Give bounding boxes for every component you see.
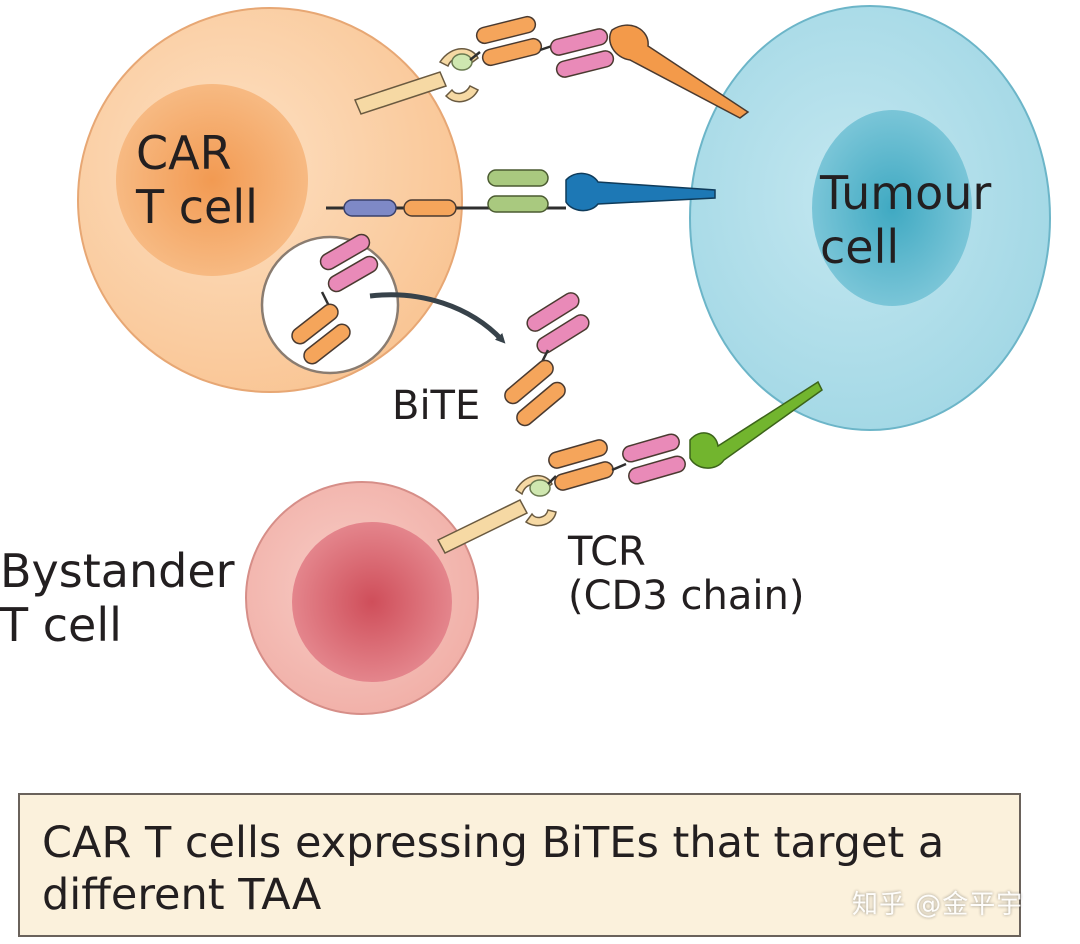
car-scfv-domains	[475, 15, 615, 78]
car-receptor	[353, 48, 481, 115]
secreted-bite	[504, 292, 590, 427]
watermark: 知乎 @金平宇	[852, 890, 1024, 920]
bystander-bite-domains	[548, 433, 686, 491]
tcr-label-line2: (CD3 chain)	[568, 573, 805, 619]
tumour-label-line1: Tumour	[820, 166, 992, 220]
car-t-label-line1: CAR	[136, 126, 232, 180]
tcr-label: TCR (CD3 chain)	[568, 530, 804, 618]
tumour-nucleus	[812, 110, 972, 306]
tumour-label-line2: cell	[820, 220, 900, 274]
tumour-cell-label: Tumour cell	[820, 166, 991, 274]
caption-box: CAR T cells expressing BiTEs that target…	[18, 793, 1021, 937]
bite-label: BiTE	[392, 383, 481, 429]
caption-text: CAR T cells expressing BiTEs that target…	[42, 818, 945, 920]
tumour-cell	[689, 5, 1051, 431]
bystander-t-cell-label: Bystander T cell	[0, 544, 235, 652]
bystander-t-cell	[245, 481, 479, 715]
tumour-antigen-green	[689, 380, 823, 469]
car-t-nucleus	[116, 84, 308, 276]
car-construct	[326, 169, 566, 217]
bite-inside-vesicle	[291, 233, 379, 365]
car-t-label-line2: T cell	[136, 180, 258, 234]
secretion-arrow	[369, 292, 506, 344]
bystander-label-line2: T cell	[0, 598, 122, 652]
tumour-antigen-orange	[609, 24, 750, 119]
tumour-antigen-blue	[565, 172, 716, 212]
car-t-cell-label: CAR T cell	[136, 126, 258, 234]
tcr-label-line1: TCR	[568, 529, 646, 575]
bystander-nucleus	[292, 522, 452, 682]
tcr-receptor	[436, 475, 557, 554]
bystander-label-line1: Bystander	[0, 544, 235, 598]
